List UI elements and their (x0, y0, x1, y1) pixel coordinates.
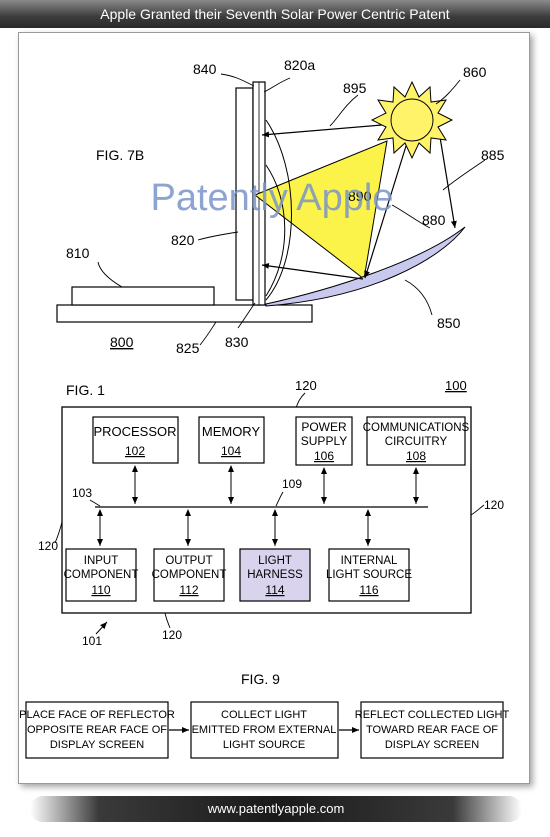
harness-ref: 114 (265, 583, 284, 597)
power-supply-label-2: SUPPLY (301, 434, 347, 448)
ref-101: 101 (82, 634, 102, 648)
label-895: 895 (343, 80, 367, 96)
harness-label-1: LIGHT (258, 555, 292, 567)
fig9-title: FIG. 9 (241, 671, 280, 687)
step-1-line-3: DISPLAY SCREEN (50, 739, 144, 751)
memory-ref: 104 (221, 444, 241, 458)
step-3-line-3: DISPLAY SCREEN (385, 739, 479, 751)
power-supply-box (295, 416, 353, 466)
label-800: 800 (110, 334, 134, 350)
output-label-1: OUTPUT (165, 555, 212, 567)
communications-ref: 108 (406, 449, 426, 463)
step-2-line-1: COLLECT LIGHT (221, 709, 307, 721)
ref-100: 100 (445, 378, 467, 393)
output-ref: 112 (179, 583, 198, 597)
step-1-box (25, 701, 169, 759)
step-3-line-2: TOWARD REAR FACE OF (366, 724, 498, 736)
memory-label: MEMORY (202, 424, 261, 439)
reflector-850 (265, 226, 466, 307)
device-810 (71, 286, 215, 306)
watermark: Patently Apple (151, 177, 394, 219)
label-880: 880 (422, 212, 446, 228)
output-label-2: COMPONENT (152, 569, 227, 581)
label-810: 810 (66, 245, 90, 261)
label-840: 840 (193, 61, 217, 77)
input-component-box (65, 548, 137, 602)
ref-120-bottom: 120 (162, 628, 182, 642)
internal-ref: 116 (359, 583, 378, 597)
base-800 (56, 304, 313, 323)
step-3-box (360, 701, 504, 759)
fig9: FIG. 9 PLACE FACE OF REFLECTOR OPPOSITE … (19, 671, 510, 759)
ref-103: 103 (72, 486, 92, 500)
fig7b-title: FIG. 7B (96, 147, 144, 163)
communications-label-2: CIRCUITRY (385, 436, 448, 448)
communications-label-1: COMMUNICATIONS (363, 422, 470, 434)
memory-box (198, 416, 265, 464)
label-860: 860 (463, 64, 487, 80)
ref-120-left: 120 (38, 539, 58, 553)
footer-url: www.patentlyapple.com (30, 796, 522, 822)
step-1-line-2: OPPOSITE REAR FACE OF (27, 724, 167, 736)
processor-ref: 102 (125, 444, 145, 458)
ref-109: 109 (282, 477, 302, 491)
step-2-box (190, 701, 339, 759)
label-825: 825 (176, 340, 200, 356)
step-2-line-2: EMITTED FROM EXTERNAL (192, 724, 337, 736)
label-885: 885 (481, 147, 505, 163)
step-2-line-3: LIGHT SOURCE (223, 739, 305, 751)
input-label-1: INPUT (84, 555, 119, 567)
fig1-title: FIG. 1 (66, 382, 105, 398)
header-title: Apple Granted their Seventh Solar Power … (0, 0, 550, 28)
fig7b: FIG. 7B 840 820a 860 895 885 890 880 810… (56, 57, 505, 356)
label-820: 820 (171, 232, 195, 248)
communications-box (366, 416, 466, 466)
light-harness-box (239, 548, 311, 602)
light-beam (254, 140, 388, 280)
output-component-box (153, 548, 225, 602)
processor-box (92, 416, 179, 464)
ref-120-right: 120 (484, 498, 504, 512)
power-supply-ref: 106 (314, 449, 334, 463)
step-3-line-1: REFLECT COLLECTED LIGHT (355, 709, 510, 721)
step-1-line-1: PLACE FACE OF REFLECTOR (19, 709, 175, 721)
input-ref: 110 (91, 583, 110, 597)
internal-label-2: LIGHT SOURCE (326, 569, 412, 581)
processor-label: PROCESSOR (93, 424, 176, 439)
power-supply-label-1: POWER (301, 420, 347, 434)
input-label-2: COMPONENT (64, 569, 139, 581)
harness-label-2: HARNESS (247, 569, 303, 581)
label-830: 830 (225, 334, 249, 350)
internal-light-source-box (328, 548, 410, 602)
fig1: FIG. 1 100 120 PROCESSOR 102 MEMORY 104 … (38, 378, 504, 648)
label-890: 890 (348, 188, 372, 204)
ref-120-top: 120 (295, 378, 317, 393)
label-850: 850 (437, 315, 461, 331)
internal-label-1: INTERNAL (341, 555, 398, 567)
label-820a: 820a (284, 57, 315, 73)
